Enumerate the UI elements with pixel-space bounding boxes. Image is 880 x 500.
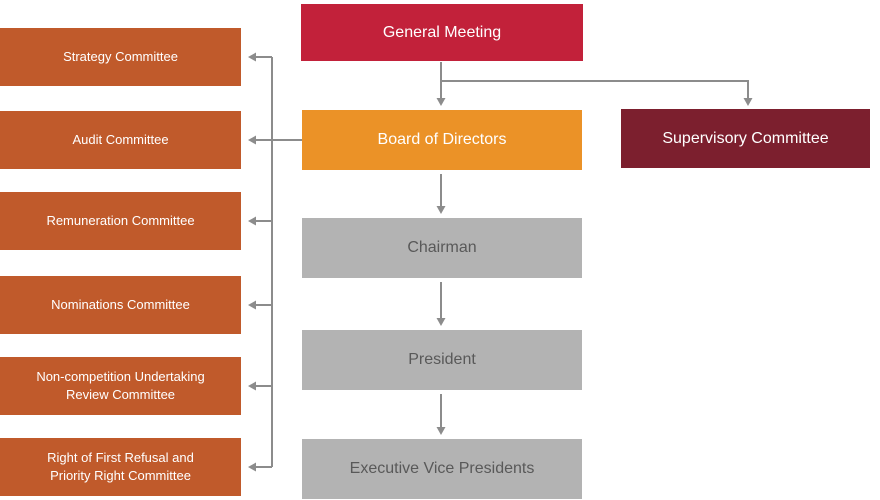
committee-audit: Audit Committee (0, 111, 241, 169)
committee-right-of-first-refusal: Right of First Refusal and Priority Righ… (0, 438, 241, 496)
node-general-meeting: General Meeting (301, 4, 583, 61)
arrow-general-meeting-to-supervisory (441, 80, 753, 106)
node-chairman: Chairman (302, 218, 582, 278)
committee-non-competition: Non-competition Undertaking Review Commi… (0, 357, 241, 415)
committee-nominations: Nominations Committee (0, 276, 241, 334)
node-executive-vice-presidents: Executive Vice Presidents (302, 439, 582, 499)
committee-strategy: Strategy Committee (0, 28, 241, 86)
committee-remuneration: Remuneration Committee (0, 192, 241, 250)
node-supervisory-committee: Supervisory Committee (621, 109, 870, 168)
node-president: President (302, 330, 582, 390)
node-board-of-directors: Board of Directors (302, 110, 582, 170)
